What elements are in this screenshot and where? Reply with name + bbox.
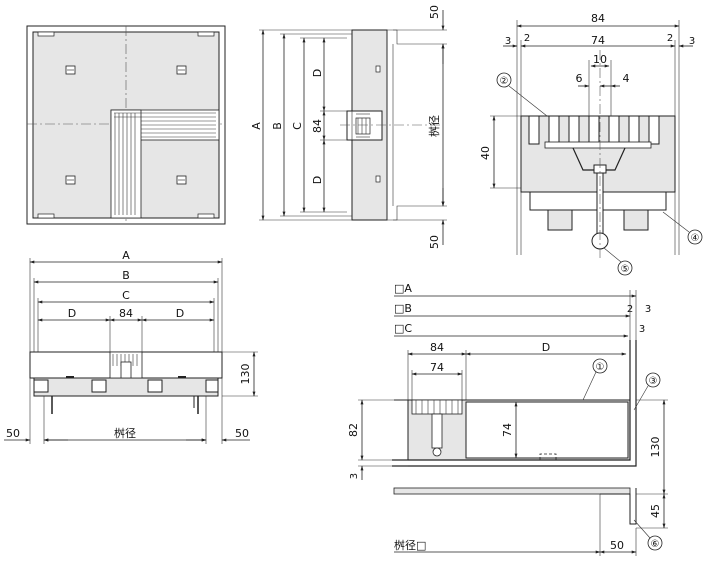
dim-label-84: 84 (311, 119, 324, 133)
plan-view (26, 25, 226, 225)
callout-4: ④ (691, 233, 700, 244)
callout-1: ① (596, 362, 605, 373)
dim-label-130: 130 (649, 437, 662, 458)
dim-label-D: D (68, 307, 76, 320)
dim-label-74: 74 (501, 423, 514, 437)
dim-label-40: 40 (479, 146, 492, 160)
dim-label-C: C (291, 122, 304, 130)
dim-label-sqC: □C (394, 322, 412, 335)
dim-label-84: 84 (430, 341, 444, 354)
dim-label-3: 3 (689, 36, 695, 47)
dim-label-74: 74 (591, 34, 605, 47)
dim-label-6: 6 (576, 72, 583, 85)
dim-label-sqA: □A (394, 282, 412, 295)
side-view: A B C D D 84 50 桝径 50 (250, 5, 447, 249)
dim-label-2: 2 (524, 33, 530, 44)
callout-6: ⑥ (651, 539, 660, 550)
callout-5: ⑤ (621, 264, 630, 275)
callout-3: ③ (649, 376, 658, 387)
slot-icon (176, 175, 187, 185)
dim-label-10: 10 (593, 53, 607, 66)
dim-label-82: 82 (347, 423, 360, 437)
dim-label-50: 50 (235, 427, 249, 440)
dim-label-50: 50 (428, 5, 441, 19)
dim-label-3: 3 (349, 473, 360, 479)
dim-label-3: 3 (639, 324, 645, 335)
section-view: □A □B □C 2 3 3 84 D 74 (347, 282, 668, 556)
dim-label-84: 84 (119, 307, 133, 320)
dim-label-D: D (176, 307, 184, 320)
dim-label-D: D (542, 341, 550, 354)
dim-label-4: 4 (623, 72, 630, 85)
dim-label-D: D (311, 176, 324, 184)
dim-label-A: A (250, 122, 263, 130)
dim-label-A: A (122, 249, 130, 262)
pit-diameter-label: 桝径 (427, 115, 441, 137)
slot-icon (176, 65, 187, 75)
dim-label-130: 130 (239, 364, 252, 385)
dim-label-sqB: □B (394, 302, 412, 315)
dim-label-2: 2 (627, 304, 633, 315)
slot-icon (65, 175, 76, 185)
pit-diameter-label: 桝径 (114, 426, 136, 440)
dim-label-D: D (311, 69, 324, 77)
dim-label-45: 45 (649, 504, 662, 518)
slot-icon (65, 65, 76, 75)
dim-label-B: B (271, 122, 284, 130)
dim-label-50: 50 (6, 427, 20, 440)
front-view: A B C D 84 D 130 (4, 249, 258, 444)
callout-2: ② (500, 76, 509, 87)
grating (110, 109, 220, 219)
pit-diameter-square-label: 桝径□ (394, 538, 426, 552)
dim-label-50: 50 (610, 539, 624, 552)
detail-view: 84 74 3 2 2 3 10 6 4 40 ② ④ ⑤ (479, 12, 703, 276)
dim-label-84: 84 (591, 12, 605, 25)
dim-label-3: 3 (505, 36, 511, 47)
dim-label-2: 2 (667, 33, 673, 44)
dim-label-74: 74 (430, 361, 444, 374)
dim-label-3: 3 (645, 304, 651, 315)
dim-label-B: B (122, 269, 130, 282)
dim-label-50: 50 (428, 235, 441, 249)
dim-label-C: C (122, 289, 130, 302)
